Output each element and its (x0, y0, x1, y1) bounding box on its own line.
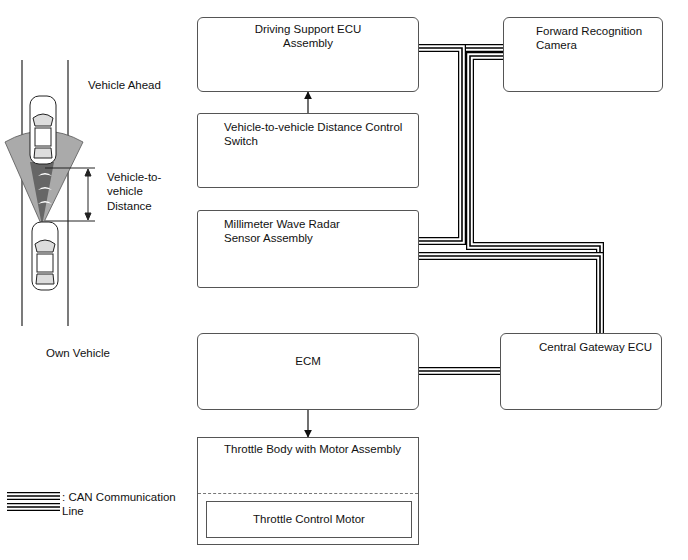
distance-dimension (45, 168, 95, 221)
signal-arrow (308, 92, 309, 113)
signal-arrow (308, 410, 309, 437)
node-label: Vehicle-to-vehicle Distance Control Swit… (224, 120, 409, 149)
gateway-box: Central Gateway ECU (500, 333, 662, 410)
can-line (419, 371, 500, 372)
node-label: ECM (198, 354, 418, 368)
node-label: Throttle Body with Motor Assembly (224, 442, 404, 456)
vehicle-ahead-label: Vehicle Ahead (88, 78, 198, 92)
motor-box: Throttle Control Motor (206, 501, 412, 538)
node-label: Forward Recognition Camera (536, 24, 658, 53)
throttle-body-box: Throttle Body with Motor AssemblyThrottl… (197, 437, 419, 545)
dashed-divider (198, 493, 418, 494)
can-line (419, 48, 462, 241)
radar-beam (30, 162, 54, 226)
can-line (419, 256, 600, 333)
node-label: Driving Support ECU Assembly (248, 22, 368, 51)
node-label: Throttle Control Motor (207, 512, 411, 526)
camera-box: Forward Recognition Camera (503, 17, 663, 92)
ecu-box: Driving Support ECU Assembly (197, 17, 419, 92)
switch-box: Vehicle-to-vehicle Distance Control Swit… (197, 113, 419, 188)
ecm-box: ECM (197, 333, 419, 410)
node-label: Millimeter Wave Radar Sensor Assembly (224, 217, 374, 246)
can-line (470, 56, 600, 333)
car-ahead (30, 96, 56, 164)
legend-can-sample (7, 496, 60, 507)
distance-label: Vehicle-to-vehicle Distance (107, 170, 169, 213)
own-vehicle-label: Own Vehicle (46, 346, 156, 360)
node-label: Central Gateway ECU (539, 340, 654, 354)
own-car (32, 222, 58, 290)
legend-text: : CAN Communication Line (62, 490, 187, 519)
radar-box: Millimeter Wave Radar Sensor Assembly (197, 210, 419, 288)
beam-chevrons (38, 173, 52, 204)
